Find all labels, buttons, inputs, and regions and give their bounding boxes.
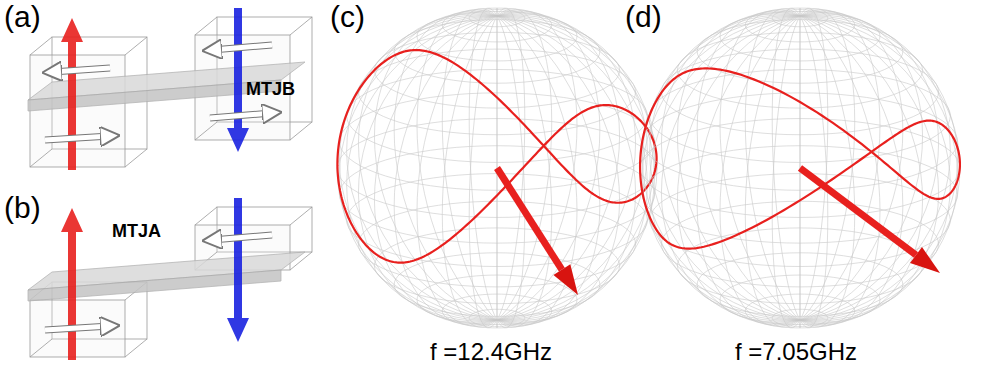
mtj-pair xyxy=(28,8,312,170)
frequency-label: f =7.05GHz xyxy=(735,340,857,364)
mtj-pair xyxy=(28,198,312,360)
panel-label: (d) xyxy=(625,2,662,32)
panel-label: (b) xyxy=(4,193,41,223)
panel-label: (a) xyxy=(4,2,41,32)
frequency-label: f =12.4GHz xyxy=(430,340,552,364)
device-label: MTJB xyxy=(246,80,295,98)
panel-label: (c) xyxy=(330,2,365,32)
bloch-sphere xyxy=(640,8,960,328)
device-label: MTJA xyxy=(112,222,161,240)
bloch-sphere xyxy=(337,8,657,328)
